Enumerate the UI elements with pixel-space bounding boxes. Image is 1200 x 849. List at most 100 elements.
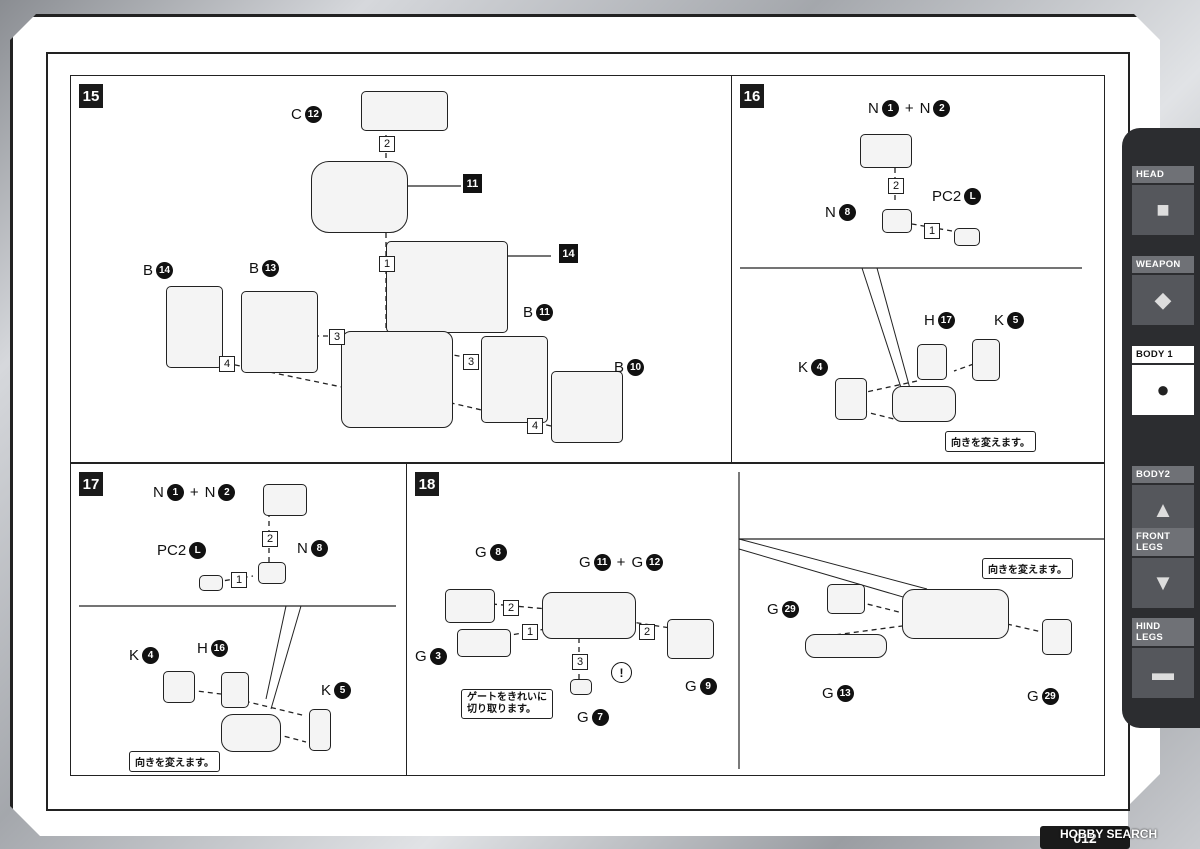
part-k4	[163, 671, 195, 703]
step-number: 15	[79, 84, 103, 108]
order-2a: 2	[503, 600, 519, 616]
section-tabs: HEAD ■ WEAPON ◆ BODY 1 ● BODY2 ▲ FRONT L…	[1122, 128, 1200, 728]
warning-icon: !	[611, 662, 632, 683]
tab-front-legs[interactable]: FRONT LEGS ▼	[1132, 528, 1194, 608]
part-11-engine	[311, 161, 408, 233]
order-1: 1	[924, 223, 940, 239]
order-2: 2	[888, 178, 904, 194]
order-2: 2	[379, 136, 395, 152]
part-g29a	[827, 584, 865, 614]
tab-weapon[interactable]: WEAPON ◆	[1132, 256, 1194, 332]
note-change-direction: 向きを変えます。	[129, 751, 220, 772]
part-b14	[166, 286, 223, 368]
note-change-direction: 向きを変えます。	[945, 431, 1036, 452]
part-g8	[445, 589, 495, 623]
part-k4	[835, 378, 867, 420]
part-b11	[481, 336, 548, 423]
callout-11: 11	[463, 174, 482, 193]
step-number: 18	[415, 472, 439, 496]
hind-legs-icon: ▬	[1132, 648, 1194, 698]
part-c12	[361, 91, 448, 131]
part-n8	[258, 562, 286, 584]
order-1: 1	[231, 572, 247, 588]
order-1: 1	[522, 624, 538, 640]
part-pc2	[199, 575, 223, 591]
part-g7	[570, 679, 592, 695]
order-4a: 4	[219, 356, 235, 372]
order-1: 1	[379, 256, 395, 272]
body1-icon: ●	[1132, 365, 1194, 415]
part-g29b	[1042, 619, 1072, 655]
part-pc2	[954, 228, 980, 246]
tab-body1[interactable]: BODY 1 ●	[1132, 346, 1194, 422]
order-2: 2	[262, 531, 278, 547]
part-n1-n2	[263, 484, 307, 516]
part-h16	[221, 672, 249, 708]
head-icon: ■	[1132, 185, 1194, 235]
part-n1-n2	[860, 134, 912, 168]
part-g18-body	[902, 589, 1009, 639]
callout-14: 14	[559, 244, 578, 263]
tab-head[interactable]: HEAD ■	[1132, 166, 1194, 242]
front-legs-icon: ▼	[1132, 558, 1194, 608]
order-4b: 4	[527, 418, 543, 434]
note-change-direction: 向きを変えます。	[982, 558, 1073, 579]
part-g11-g12	[542, 592, 636, 639]
order-2b: 2	[639, 624, 655, 640]
watermark: HOBBY SEARCH	[1060, 827, 1158, 841]
body2-icon: ▲	[1132, 485, 1194, 535]
step-number: 17	[79, 472, 103, 496]
part-body-core	[341, 331, 453, 428]
note-gate-cleanup: ゲートをきれいに 切り取ります。	[461, 689, 553, 719]
weapon-icon: ◆	[1132, 275, 1194, 325]
part-b10	[551, 371, 623, 443]
order-3: 3	[572, 654, 588, 670]
part-14-frame	[386, 241, 508, 333]
order-3b: 3	[463, 354, 479, 370]
part-k5	[309, 709, 331, 751]
part-core16	[892, 386, 956, 422]
part-b13	[241, 291, 318, 373]
part-n8	[882, 209, 912, 233]
part-g9	[667, 619, 714, 659]
part-core17	[221, 714, 281, 752]
part-h17	[917, 344, 947, 380]
tab-body2[interactable]: BODY2 ▲	[1132, 466, 1194, 542]
tab-hind-legs[interactable]: HIND LEGS ▬	[1132, 618, 1194, 698]
part-g13	[805, 634, 887, 658]
page-number: 012	[1040, 826, 1130, 849]
order-3a: 3	[329, 329, 345, 345]
part-g3	[457, 629, 511, 657]
step-number: 16	[740, 84, 764, 108]
part-k5	[972, 339, 1000, 381]
